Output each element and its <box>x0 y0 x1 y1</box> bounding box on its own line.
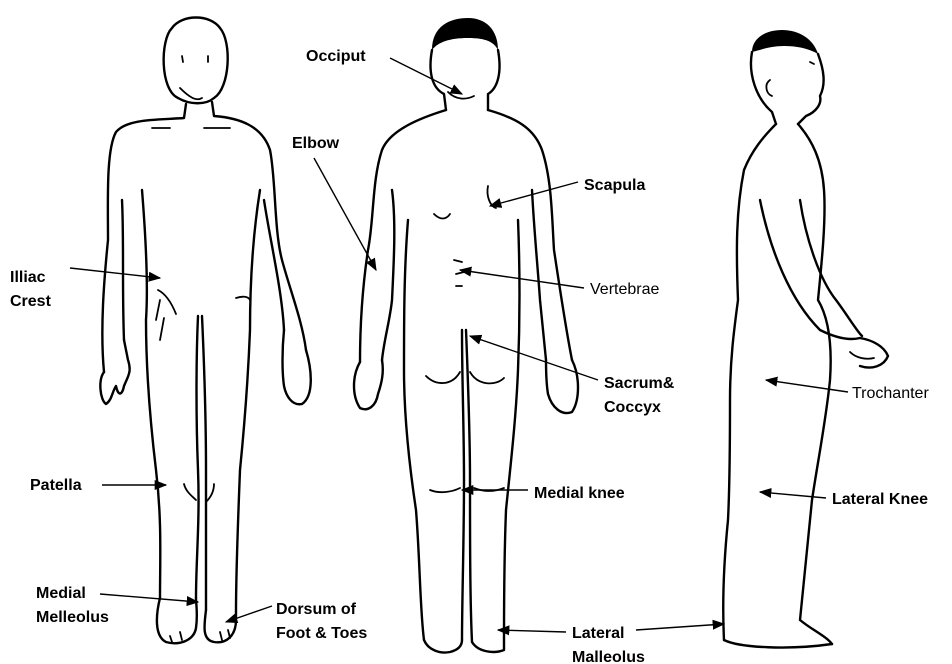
side-body-figure <box>723 30 888 647</box>
label-illiac-crest-line1: Illiac <box>10 269 46 286</box>
label-patella: Patella <box>30 477 82 494</box>
label-dorsum-line1: Dorsum of <box>276 601 357 618</box>
arrow-medial-melleolus <box>100 594 198 602</box>
front-body-figure <box>100 18 310 644</box>
label-illiac-crest-line2: Crest <box>10 293 52 310</box>
arrow-trochanter <box>766 380 848 392</box>
label-lateral-knee: Lateral Knee <box>832 491 928 508</box>
arrow-elbow <box>314 158 376 270</box>
label-lateral-malleolus-line2: Malleolus <box>572 649 645 664</box>
arrow-lateral-malleolus-back <box>498 630 566 632</box>
arrow-lateral-knee <box>760 492 826 498</box>
label-lateral-malleolus-line1: Lateral <box>572 625 624 642</box>
label-trochanter: Trochanter <box>852 385 929 402</box>
label-sacrum-line2: Coccyx <box>604 399 661 416</box>
label-occiput: Occiput <box>306 48 366 65</box>
back-body-figure <box>354 18 578 653</box>
arrow-occiput <box>390 58 462 94</box>
label-medial-melleolus-line1: Medial <box>36 585 86 602</box>
label-medial-knee: Medial knee <box>534 485 625 502</box>
label-sacrum-line1: Sacrum& <box>604 375 675 392</box>
label-vertebrae: Vertebrae <box>590 281 659 298</box>
label-scapula: Scapula <box>584 177 645 194</box>
arrow-lateral-malleolus-side <box>636 624 724 630</box>
label-dorsum-line2: Foot & Toes <box>276 625 367 642</box>
arrow-vertebrae <box>460 270 584 288</box>
label-elbow: Elbow <box>292 135 340 152</box>
label-medial-melleolus-line2: Melleolus <box>36 609 109 626</box>
arrow-dorsum <box>226 606 272 622</box>
arrow-sacrum <box>470 336 598 380</box>
arrow-scapula <box>490 182 578 206</box>
